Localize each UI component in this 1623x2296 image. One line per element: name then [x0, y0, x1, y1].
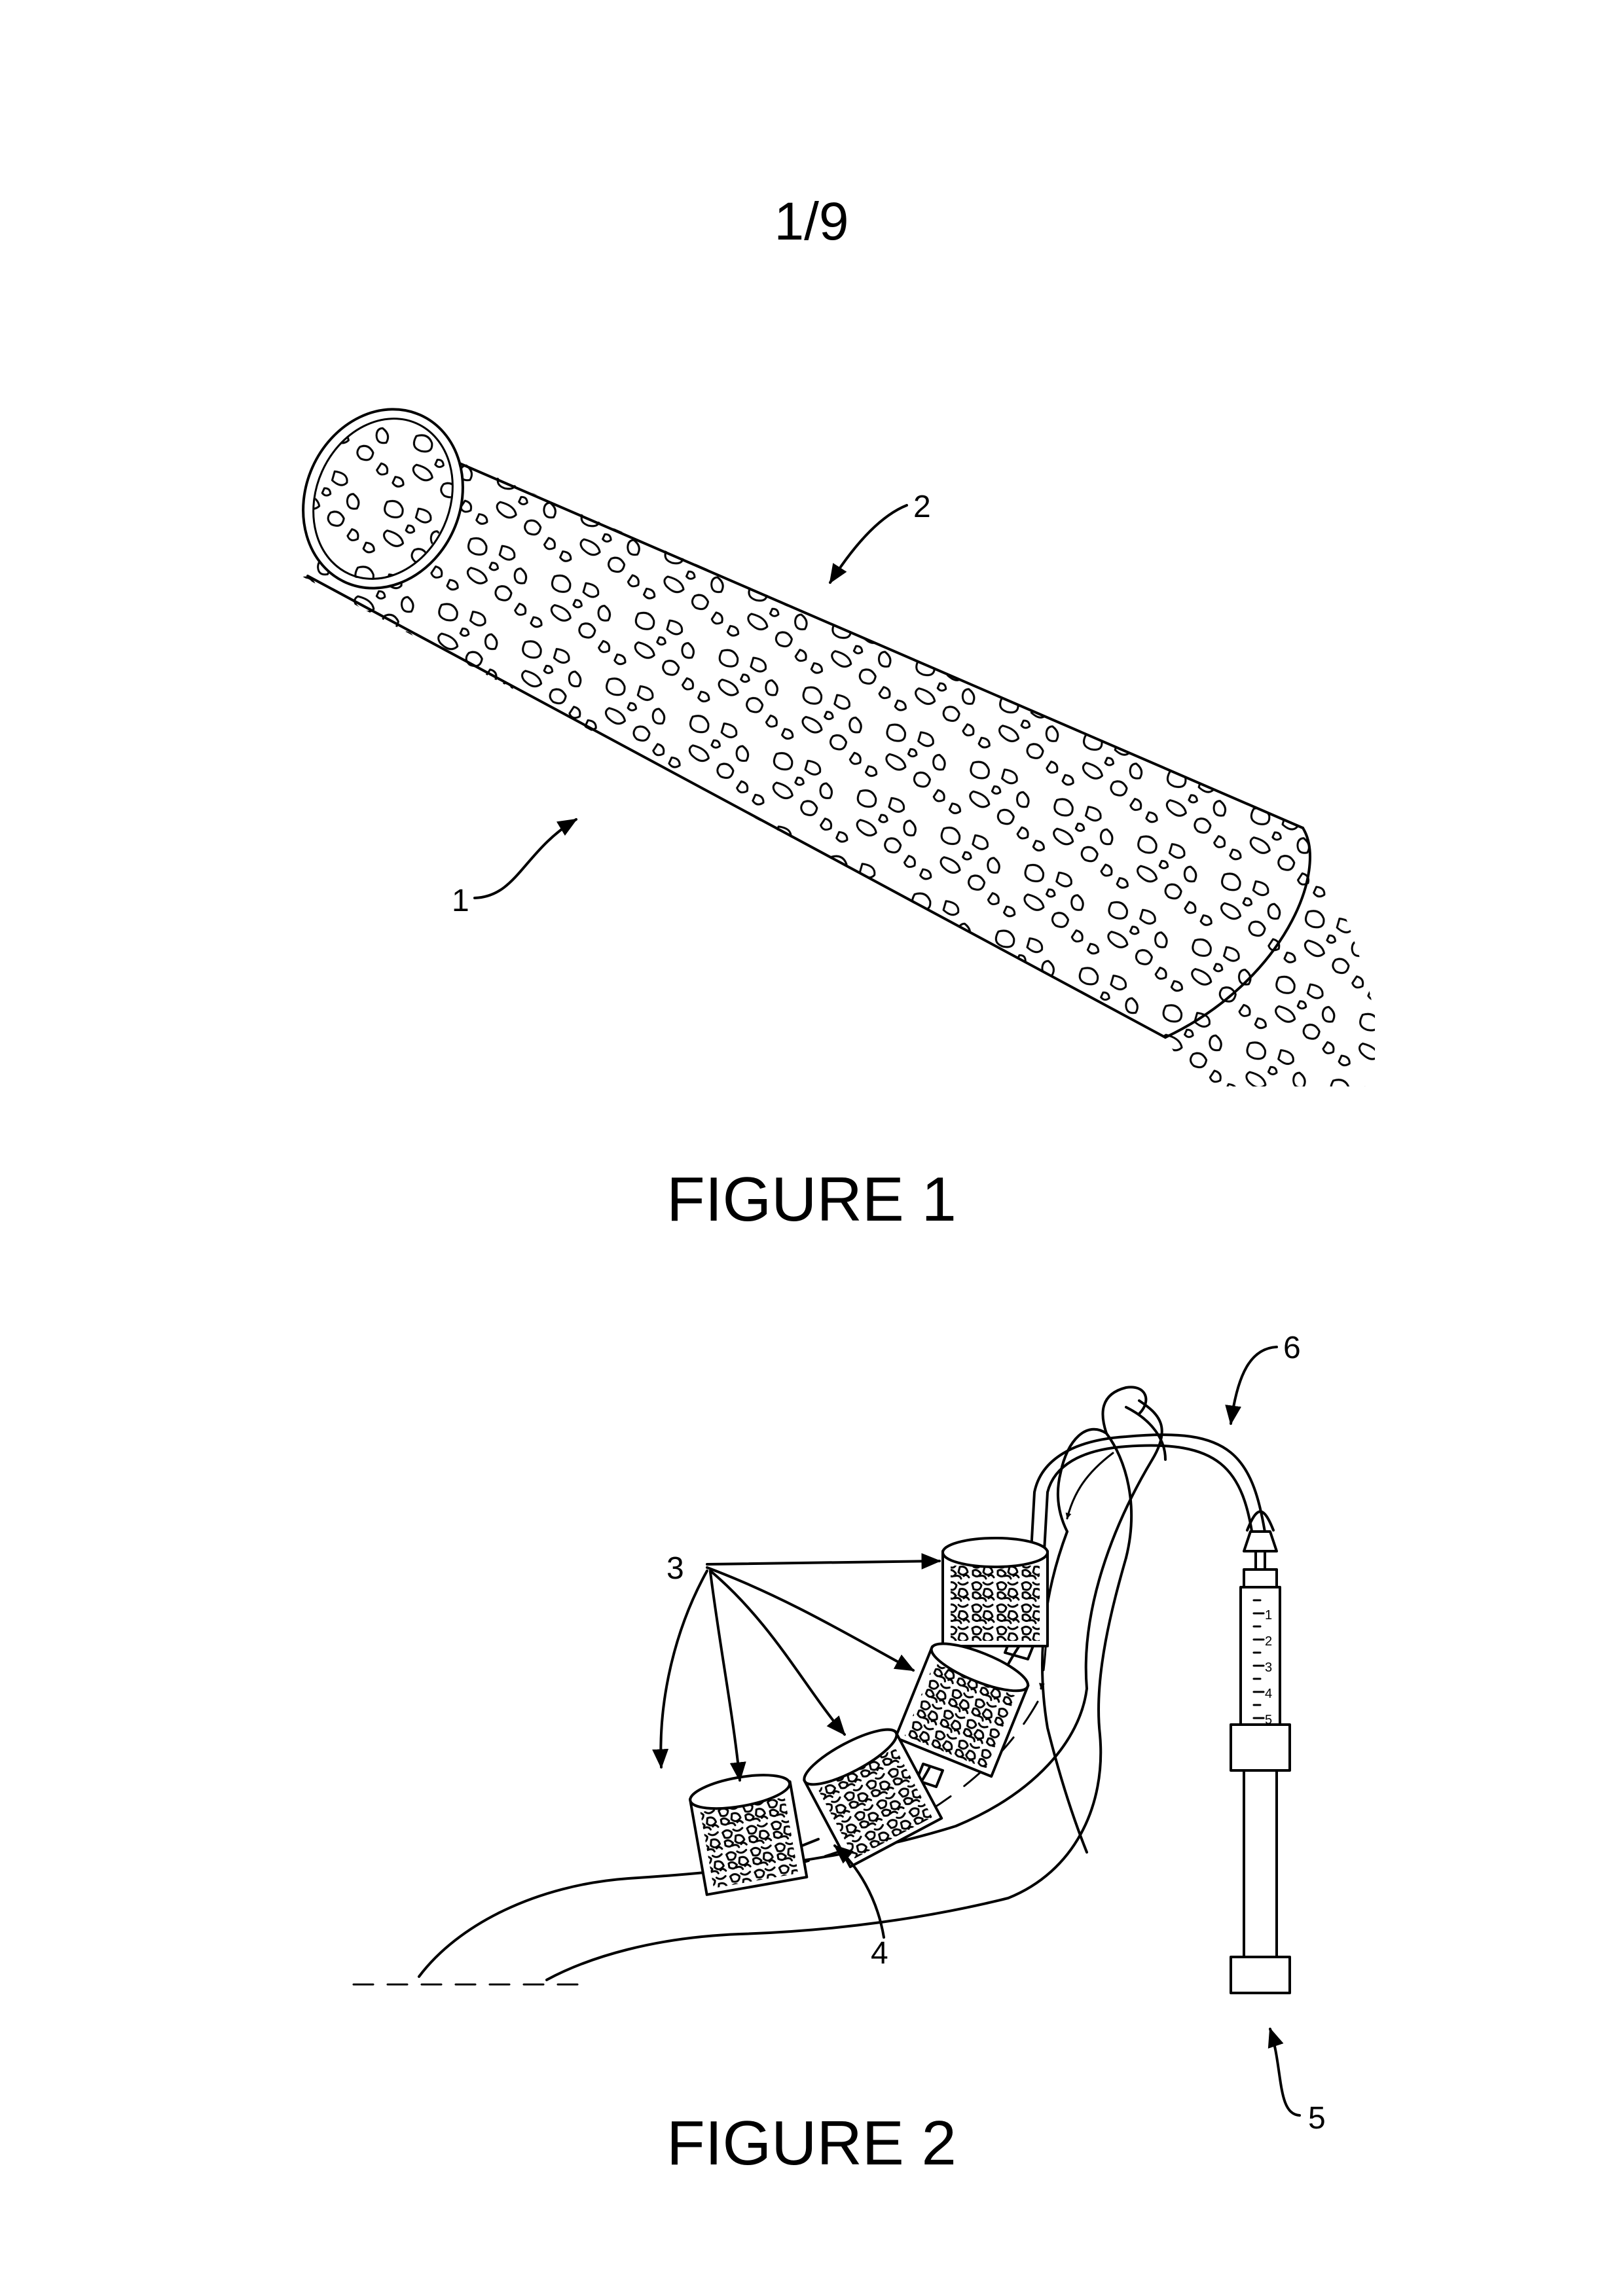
scale-mark-3: 3 [1265, 1660, 1272, 1675]
scale-mark-1: 1 [1265, 1608, 1272, 1623]
implant-assembly-figure: 3 4 1 2 3 4 5 [354, 1331, 1326, 2136]
porous-tube-figure: 2 1 [262, 367, 1375, 1086]
ref-label-1: 1 [452, 884, 469, 918]
figure-2-caption: FIGURE 2 [0, 2108, 1623, 2179]
ref-label-3: 3 [666, 1551, 684, 1586]
ref-label-2: 2 [913, 490, 931, 524]
ref-label-6: 6 [1283, 1331, 1301, 1365]
scale-mark-2: 2 [1265, 1634, 1272, 1649]
bone-outline [354, 1387, 1165, 1984]
syringe: 1 2 3 4 5 [1231, 1512, 1290, 1994]
figure-1-caption: FIGURE 1 [0, 1164, 1623, 1236]
implant-cylinder-4 [688, 1768, 807, 1894]
implant-cylinder-1 [943, 1538, 1048, 1646]
leader-arrow-5 [1270, 2029, 1300, 2115]
leader-arrow-6 [1231, 1347, 1277, 1424]
scale-mark-4: 4 [1265, 1687, 1272, 1701]
leader-arrow-1 [475, 819, 576, 898]
ref-label-4: 4 [871, 1936, 888, 1971]
leader-arrow-2 [830, 505, 907, 583]
syringe-plunger [1244, 1770, 1277, 1957]
